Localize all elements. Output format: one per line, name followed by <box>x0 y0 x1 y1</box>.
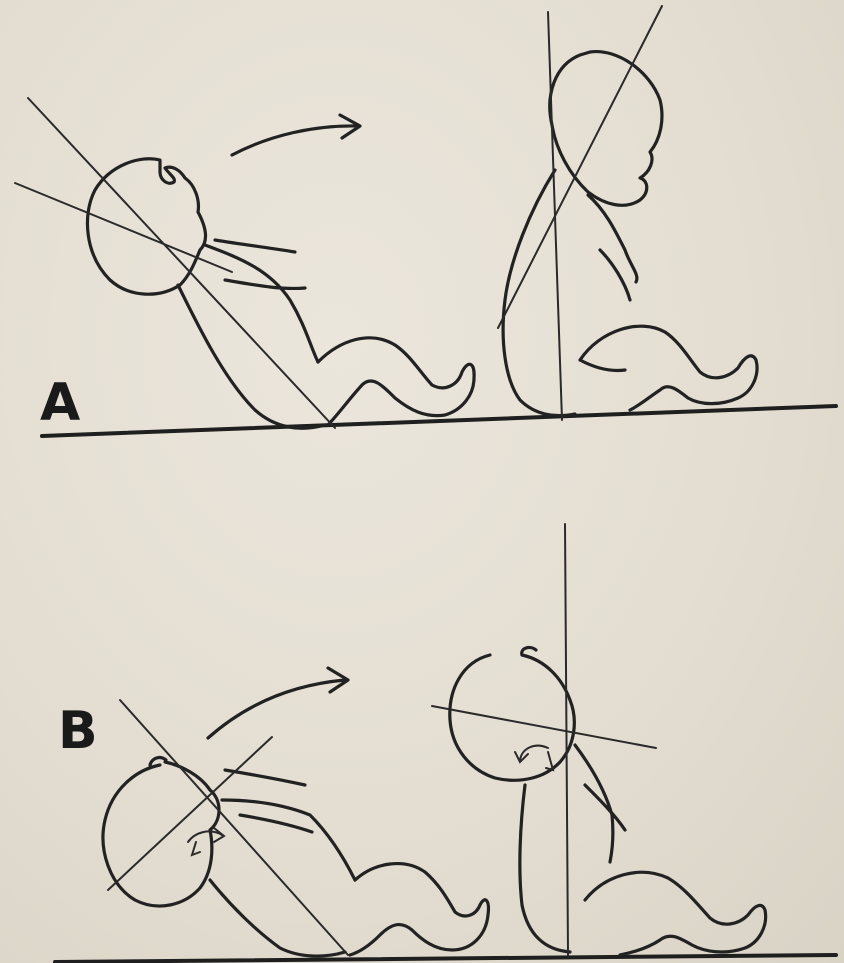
panel-a-reclining-arm <box>215 240 305 288</box>
panel-b-vertical-line <box>565 524 568 955</box>
panel-a-head-axis-line <box>15 183 232 272</box>
panel-a-infant-sitting <box>503 52 757 416</box>
panel-a-sitting-body <box>503 170 637 416</box>
panel-a: A <box>15 6 836 436</box>
panel-b-neck-rotation-arrow <box>188 828 224 855</box>
panel-b-trunk-axis-line <box>120 700 348 955</box>
panel-b-sitting-head <box>450 648 575 781</box>
panel-b-head-axis-line-2 <box>432 706 656 748</box>
panel-a-reclining-body <box>178 245 325 428</box>
panel-b-infant-sitting <box>450 648 766 955</box>
panel-a-infant-reclining <box>87 159 474 429</box>
panel-b-ground-line <box>55 955 836 962</box>
panel-a-sitting-head <box>550 52 662 206</box>
panel-b: B <box>55 524 836 962</box>
panel-b-neck-rotation-arrow-2 <box>515 746 553 770</box>
panel-b-motion-arrow <box>208 668 348 738</box>
panel-b-label: B <box>58 701 98 761</box>
panel-b-infant-reclining <box>103 758 488 957</box>
panel-b-sitting-legs <box>585 872 766 955</box>
panel-a-motion-arrow <box>232 115 360 155</box>
panel-a-label: A <box>40 373 80 433</box>
panel-b-head-axis-line <box>108 737 272 890</box>
panel-a-sitting-legs <box>580 326 757 410</box>
panel-a-reclining-legs <box>318 338 474 425</box>
panel-a-ground-line <box>42 406 836 436</box>
panel-b-reclining-legs <box>350 864 488 955</box>
